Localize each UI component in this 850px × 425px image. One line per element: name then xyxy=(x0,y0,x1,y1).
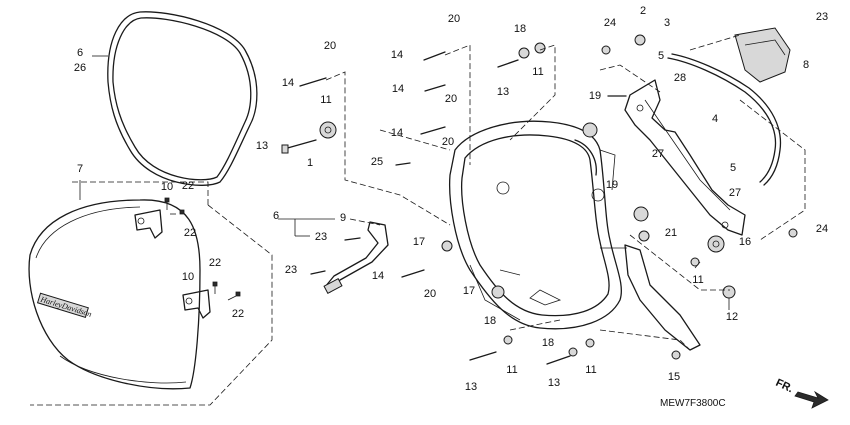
hinge-strap xyxy=(323,221,389,294)
hardware xyxy=(319,34,798,360)
callout-13: 13 xyxy=(465,381,477,393)
callout-12: 12 xyxy=(726,311,738,323)
callout-14: 14 xyxy=(372,270,384,282)
callout-1: 1 xyxy=(307,157,313,169)
callout-7: 7 xyxy=(77,163,83,175)
screws-22 xyxy=(164,197,241,301)
callout-11: 11 xyxy=(532,66,543,78)
callout-17: 17 xyxy=(413,236,425,248)
callout-15: 15 xyxy=(668,371,680,383)
direction-label: FR. xyxy=(774,377,795,395)
callout-20: 20 xyxy=(448,13,460,25)
bracket-upper xyxy=(134,209,163,239)
latch-assembly xyxy=(624,79,746,236)
callout-18: 18 xyxy=(542,337,554,349)
front-direction-arrow: FR. xyxy=(774,377,829,409)
callout-10: 10 xyxy=(182,271,194,283)
group-frame-cover xyxy=(30,181,273,406)
bolts xyxy=(281,51,627,365)
callout-14: 14 xyxy=(282,77,294,89)
callout-18: 18 xyxy=(514,23,526,35)
callout-14: 14 xyxy=(391,127,403,139)
callout-11: 11 xyxy=(585,364,596,376)
callout-2: 2 xyxy=(640,5,646,17)
callout-5: 5 xyxy=(658,50,664,62)
callout-5: 5 xyxy=(730,162,736,174)
callout-24: 24 xyxy=(816,223,828,235)
drawing-code: MEW7F3800C xyxy=(660,398,726,409)
callout-4: 4 xyxy=(712,113,718,125)
saddlebag-cover xyxy=(28,199,201,390)
callout-22: 22 xyxy=(209,257,221,269)
callout-20: 20 xyxy=(445,93,457,105)
rubber-pad xyxy=(734,27,791,83)
callout-11: 11 xyxy=(692,274,703,286)
callout-28: 28 xyxy=(674,72,686,84)
callout-11: 11 xyxy=(506,364,517,376)
callout-17: 17 xyxy=(463,285,475,297)
callout-14: 14 xyxy=(392,83,404,95)
callout-18: 18 xyxy=(484,315,496,327)
callout-23: 23 xyxy=(285,264,297,276)
bracket-lower xyxy=(182,289,211,319)
callout-24: 24 xyxy=(604,17,616,29)
strap-cable xyxy=(667,53,782,186)
callout-16: 16 xyxy=(739,236,751,248)
callout-19: 19 xyxy=(606,179,618,191)
leader-lines xyxy=(79,34,806,351)
callout-23: 23 xyxy=(315,231,327,243)
callout-27: 27 xyxy=(729,187,741,199)
callout-22: 22 xyxy=(182,180,194,192)
callout-22: 22 xyxy=(184,227,196,239)
callout-23: 23 xyxy=(816,11,828,23)
callout-20: 20 xyxy=(442,136,454,148)
callout-8: 8 xyxy=(803,59,809,71)
callout-21: 21 xyxy=(665,227,677,239)
saddlebag-shell xyxy=(449,120,622,330)
callout-14: 14 xyxy=(391,49,403,61)
callout-6: 6 xyxy=(273,210,279,222)
callout-20: 20 xyxy=(324,40,336,52)
callout-27: 27 xyxy=(652,148,664,160)
callout-13: 13 xyxy=(497,86,509,98)
callout-26: 26 xyxy=(74,62,86,74)
callout-11: 11 xyxy=(320,94,331,106)
lower-flap xyxy=(624,244,701,351)
callout-19: 19 xyxy=(589,90,601,102)
emblem-badge: HarleyDavidson xyxy=(36,292,93,319)
gasket-seal xyxy=(107,11,258,186)
callout-22: 22 xyxy=(232,308,244,320)
callout-25: 25 xyxy=(371,156,383,168)
callout-13: 13 xyxy=(548,377,560,389)
callout-6: 6 xyxy=(77,47,83,59)
callout-10: 10 xyxy=(161,181,173,193)
callout-20: 20 xyxy=(424,288,436,300)
callout-13: 13 xyxy=(256,140,268,152)
callout-3: 3 xyxy=(664,17,670,29)
callout-9: 9 xyxy=(340,212,346,224)
